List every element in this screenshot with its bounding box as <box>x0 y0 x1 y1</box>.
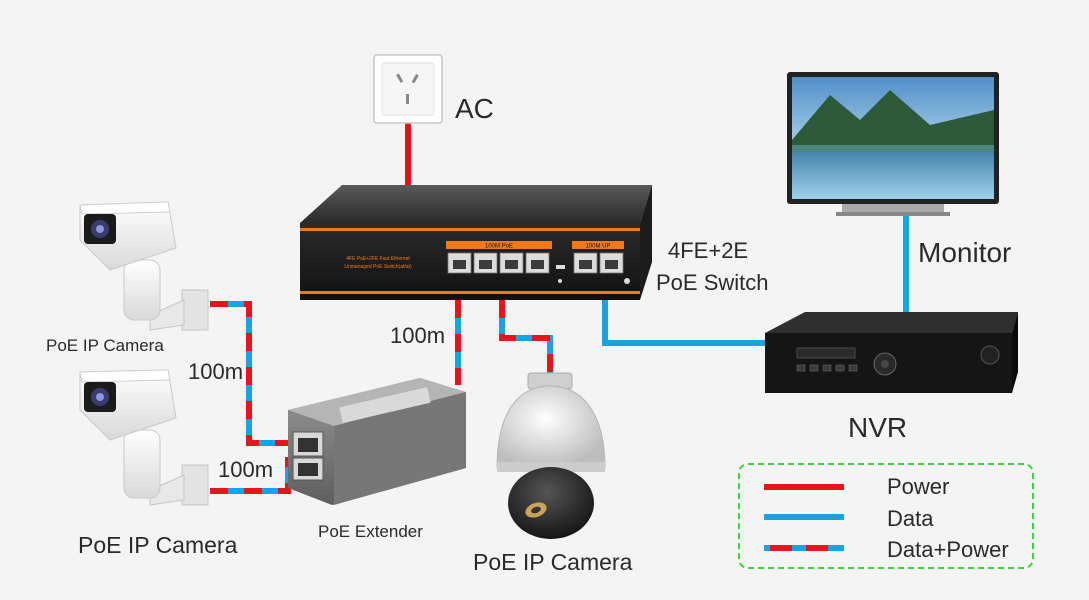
cable-switch-to-dome <box>499 300 553 375</box>
legend-data-label: Data <box>887 506 934 531</box>
switch-poe-group-label: 100M PoE <box>485 244 513 250</box>
poe-switch-icon: 100M PoE 100M UP 4FE PoE+2FE Fast Ethern… <box>300 185 652 300</box>
camera-dome-label: PoE IP Camera <box>473 549 633 575</box>
nvr-label: NVR <box>848 412 908 443</box>
switch-uplink-group-label: 100M UP <box>585 244 610 250</box>
legend <box>738 463 1034 569</box>
legend-data-power-label: Data+Power <box>887 537 1009 562</box>
monitor-icon <box>787 72 999 216</box>
distance-label-switch-extender: 100m <box>390 323 446 348</box>
switch-model-line-1: 4FE PoE+2FE Fast Ethernet <box>346 256 410 262</box>
bullet-camera-icon <box>79 201 209 331</box>
camera-bottom-label: PoE IP Camera <box>78 532 238 558</box>
camera-top-label: PoE IP Camera <box>46 336 164 355</box>
ac-label: AC <box>455 93 494 124</box>
switch-model-line-2: Unmanaged PoE Switch(af/at) <box>344 264 412 270</box>
bullet-camera-icon <box>79 369 209 506</box>
switch-label-line-2: PoE Switch <box>656 270 769 295</box>
ac-outlet-icon <box>373 54 443 124</box>
distance-label-camera-top: 100m <box>188 359 244 384</box>
dome-camera-icon <box>496 372 606 539</box>
legend-power-label: Power <box>887 474 950 499</box>
distance-label-camera-bottom: 100m <box>218 457 274 482</box>
nvr-icon <box>765 312 1018 393</box>
cable-switch-to-nvr <box>602 300 765 346</box>
extender-label: PoE Extender <box>318 522 423 541</box>
poe-extender-icon <box>288 378 466 505</box>
monitor-label: Monitor <box>918 237 1012 268</box>
cable-camera-top-to-extender <box>210 301 292 446</box>
switch-power-led <box>624 278 630 284</box>
switch-label-line-1: 4FE+2E <box>668 238 749 263</box>
